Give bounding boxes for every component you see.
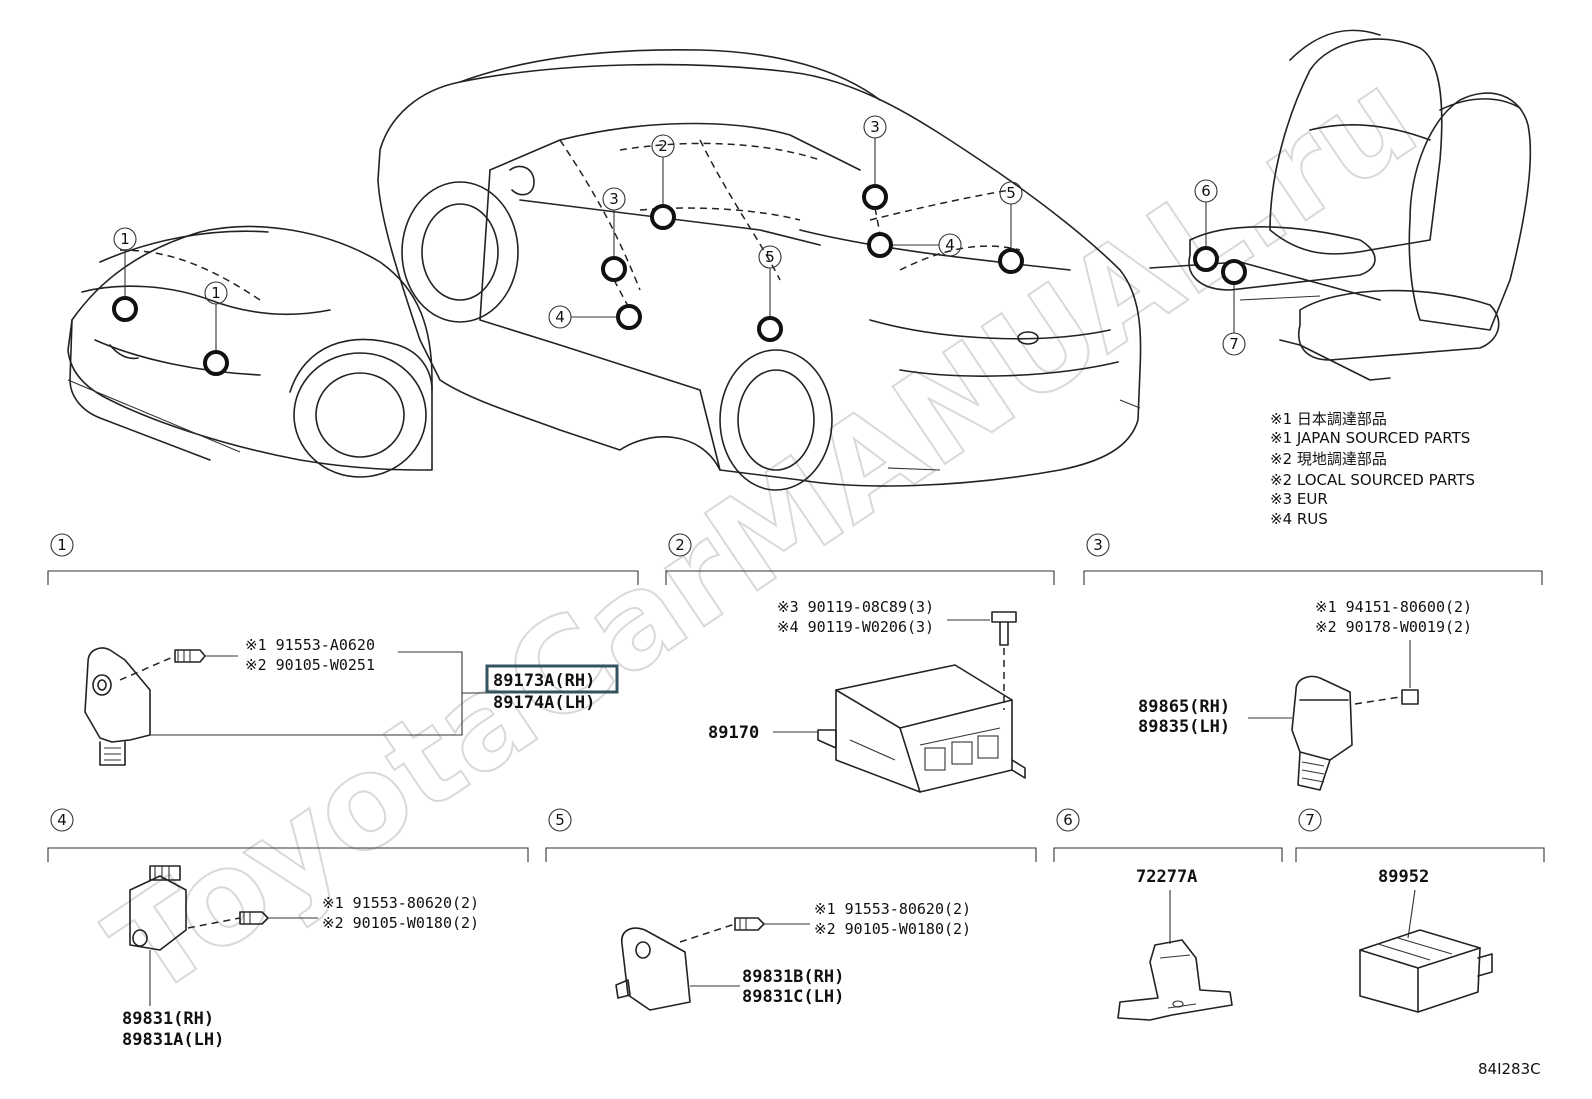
part-number-89170[interactable]: 89170 xyxy=(708,723,759,743)
legend-line-6: ※4 RUS xyxy=(1270,510,1328,528)
part-number-89831A[interactable]: 89831A(LH) xyxy=(122,1030,224,1050)
callout-4a xyxy=(548,305,572,329)
rear-sensor-bolt xyxy=(734,917,765,931)
seat-illustration xyxy=(1149,29,1532,381)
section-3-note-2: ※2 90178-W0019(2) xyxy=(1315,618,1472,636)
door-impact-sensor xyxy=(129,875,187,951)
section-7-number: 7 xyxy=(1305,811,1315,829)
part-number-89174A[interactable]: 89174A(LH) xyxy=(493,693,595,713)
svg-text:2: 2 xyxy=(658,137,668,155)
highlighted-part-box[interactable] xyxy=(485,664,619,694)
location-markers: 1 1 2 3 3 4 4 5 5 xyxy=(112,115,1247,376)
svg-text:6: 6 xyxy=(1201,182,1211,200)
location-1a-marker xyxy=(112,296,138,322)
callout-1b xyxy=(204,281,228,305)
section-1-note-1: ※1 91553-A0620 xyxy=(245,636,375,654)
location-5a-marker xyxy=(757,316,783,342)
svg-text:7: 7 xyxy=(1229,335,1239,353)
occupant-sensor-ecu-89952 xyxy=(1359,929,1481,1013)
part-number-89835[interactable]: 89835(LH) xyxy=(1138,717,1230,737)
location-3a-marker xyxy=(601,256,627,282)
part-number-89952[interactable]: 89952 xyxy=(1378,867,1429,887)
svg-text:5: 5 xyxy=(765,248,775,266)
front-sensor-bolt xyxy=(174,649,206,663)
location-3b-marker xyxy=(862,184,888,210)
rear-impact-sensor xyxy=(621,927,691,1011)
svg-text:1: 1 xyxy=(120,230,130,248)
callout-5b xyxy=(999,181,1023,205)
section-6-number: 6 xyxy=(1063,811,1073,829)
section-2: 2 ※3 90119-08C89(3) ※4 90119-W0206(3) 89… xyxy=(665,533,1055,793)
seat-bracket-72277A xyxy=(1117,939,1233,1021)
section-5: 5 ※1 91553-80620(2) ※2 90105-W0180(2) 89… xyxy=(545,808,1037,1011)
section-2-note-1: ※3 90119-08C89(3) xyxy=(777,598,934,616)
svg-text:3: 3 xyxy=(870,118,880,136)
callout-1a xyxy=(113,227,137,251)
sourcing-legend: ※1 日本調達部品 ※1 JAPAN SOURCED PARTS ※2 現地調達… xyxy=(1270,410,1475,528)
svg-text:4: 4 xyxy=(555,308,565,326)
location-2-marker xyxy=(650,204,676,230)
svg-text:5: 5 xyxy=(1006,184,1016,202)
section-5-note-2: ※2 90105-W0180(2) xyxy=(814,920,971,938)
callout-4b xyxy=(938,233,962,257)
section-2-note-2: ※4 90119-W0206(3) xyxy=(777,618,934,636)
section-1-note-2: ※2 90105-W0251 xyxy=(245,656,375,674)
callout-6 xyxy=(1194,179,1218,203)
callout-3b xyxy=(863,115,887,139)
section-3: 3 ※1 94151-80600(2) ※2 90178-W0019(2) 89… xyxy=(1083,533,1543,791)
location-6-marker xyxy=(1193,246,1219,272)
part-number-89173A[interactable]: 89173A(RH) xyxy=(493,671,595,691)
callout-3a xyxy=(602,187,626,211)
figure-code: 84I283C xyxy=(1478,1060,1541,1078)
callout-2 xyxy=(651,134,675,158)
part-number-89831[interactable]: 89831(RH) xyxy=(122,1009,214,1029)
legend-line-4: ※2 LOCAL SOURCED PARTS xyxy=(1270,471,1475,489)
section-1: 1 ※1 91553-A0620 ※2 90105-W0251 89173A(R… xyxy=(47,533,639,766)
front-car-illustration xyxy=(67,225,433,478)
side-sensor-nut xyxy=(1401,689,1419,705)
callout-7 xyxy=(1222,332,1246,356)
section-6: 6 72277A xyxy=(1053,808,1283,1021)
location-4a-marker xyxy=(616,304,642,330)
location-5b-marker xyxy=(998,248,1024,274)
section-4-number: 4 xyxy=(57,811,67,829)
part-number-89831C[interactable]: 89831C(LH) xyxy=(742,987,844,1007)
watermark: ToyotaCarMANUAL.ru xyxy=(84,42,1442,1025)
section-7: 7 89952 xyxy=(1295,808,1545,1013)
section-3-number: 3 xyxy=(1093,536,1103,554)
part-number-89865[interactable]: 89865(RH) xyxy=(1138,697,1230,717)
svg-text:3: 3 xyxy=(609,190,619,208)
airbag-ecu-89170 xyxy=(835,664,1013,793)
legend-line-5: ※3 EUR xyxy=(1270,490,1328,508)
part-number-89831B[interactable]: 89831B(RH) xyxy=(742,967,844,987)
side-impact-sensor xyxy=(1291,675,1353,761)
front-impact-sensor xyxy=(84,647,151,743)
section-4-note-1: ※1 91553-80620(2) xyxy=(322,894,479,912)
part-number-72277A[interactable]: 72277A xyxy=(1136,867,1197,887)
section-5-number: 5 xyxy=(555,811,565,829)
section-3-note-1: ※1 94151-80600(2) xyxy=(1315,598,1472,616)
section-5-note-1: ※1 91553-80620(2) xyxy=(814,900,971,918)
location-4b-marker xyxy=(867,232,893,258)
section-2-number: 2 xyxy=(675,536,685,554)
legend-line-3: ※2 現地調達部品 xyxy=(1270,450,1387,468)
legend-line-2: ※1 JAPAN SOURCED PARTS xyxy=(1270,429,1470,447)
ecu-bolt xyxy=(991,611,1017,623)
svg-text:4: 4 xyxy=(945,236,955,254)
section-1-number: 1 xyxy=(57,536,67,554)
section-4: 4 ※1 91553-80620(2) ※2 90105-W0180(2) 89… xyxy=(47,808,529,1050)
rear-car-illustration xyxy=(377,48,1142,491)
legend-line-1: ※1 日本調達部品 xyxy=(1270,410,1387,428)
door-sensor-bolt xyxy=(239,911,269,925)
location-1b-marker xyxy=(203,350,229,376)
location-7-marker xyxy=(1221,259,1247,285)
callout-5a xyxy=(758,245,782,269)
section-4-note-2: ※2 90105-W0180(2) xyxy=(322,914,479,932)
svg-text:1: 1 xyxy=(211,284,221,302)
